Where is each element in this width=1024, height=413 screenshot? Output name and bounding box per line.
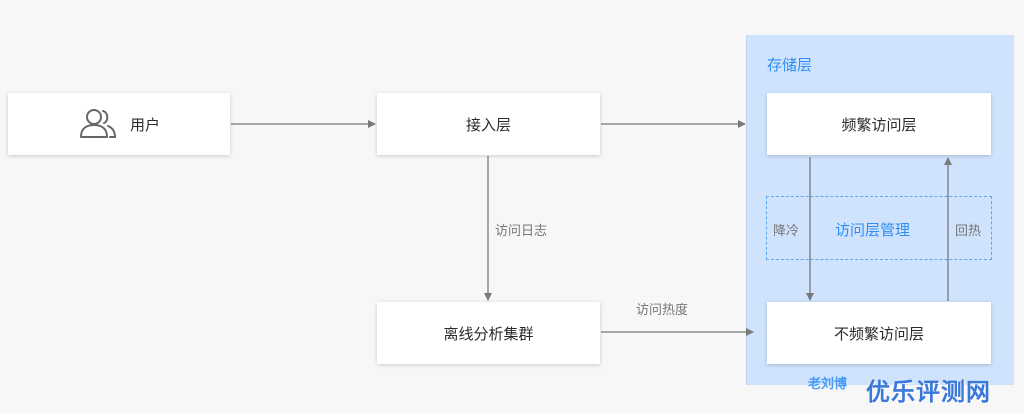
access-heat-label: 访问热度 — [636, 303, 689, 318]
user-node-label: 用户 — [129, 115, 160, 134]
users-icon — [79, 109, 116, 138]
offline-cluster-label: 离线分析集群 — [443, 324, 534, 343]
user-node: 用户 — [8, 93, 230, 155]
offline-cluster-node: 离线分析集群 — [377, 302, 600, 364]
access-layer-label: 接入层 — [465, 115, 511, 134]
warm-up-label: 回热 — [955, 224, 982, 239]
access-layer-node: 接入层 — [377, 93, 600, 155]
tier-management-region — [766, 196, 992, 260]
watermark-site: 优乐评测网 — [866, 378, 991, 406]
frequent-tier-node: 频繁访问层 — [767, 93, 991, 155]
infrequent-tier-node: 不频繁访问层 — [767, 302, 991, 364]
watermark-author: 老刘博 — [808, 377, 848, 392]
frequent-tier-label: 频繁访问层 — [841, 115, 917, 134]
storage-layer-title: 存储层 — [767, 56, 813, 74]
cool-down-label: 降冷 — [773, 224, 800, 239]
access-log-label: 访问日志 — [495, 224, 548, 239]
tier-management-label: 访问层管理 — [835, 221, 911, 239]
infrequent-tier-label: 不频繁访问层 — [833, 324, 924, 343]
